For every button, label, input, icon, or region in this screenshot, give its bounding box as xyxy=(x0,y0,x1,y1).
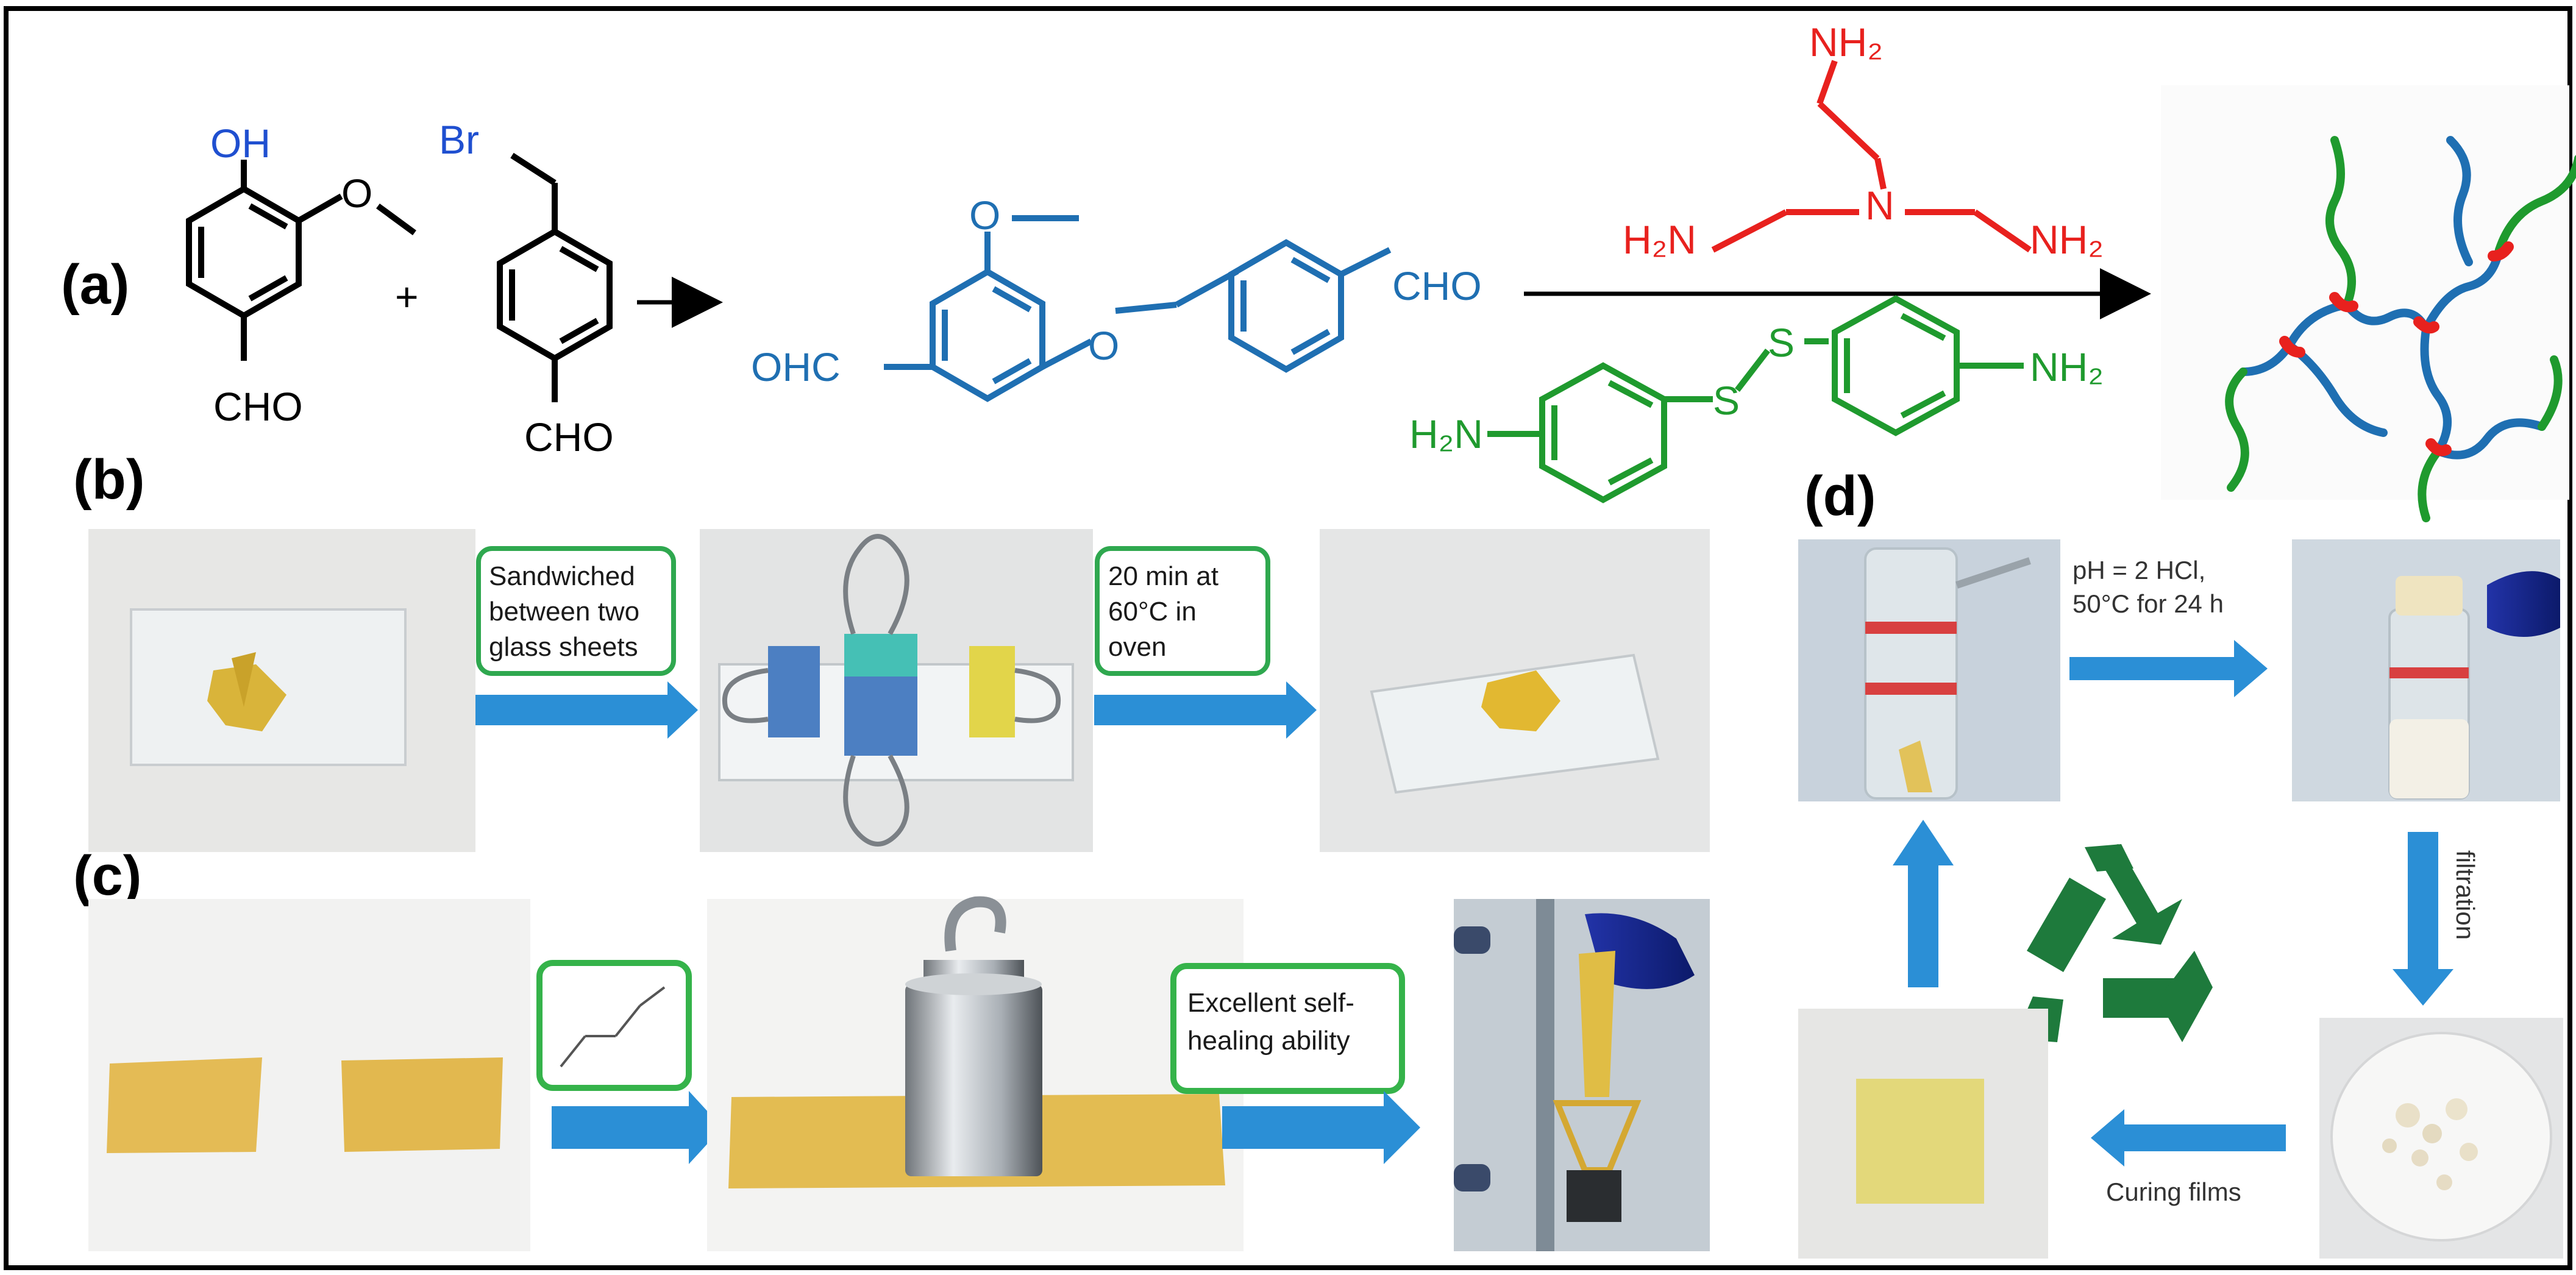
panel-label-d: (d) xyxy=(1804,465,1876,527)
photo-filtered-powder xyxy=(2319,1018,2563,1259)
arrow-b2 xyxy=(1094,681,1317,739)
photo-clamped-glass xyxy=(700,529,1093,852)
dialdehyde-structure xyxy=(884,215,1392,402)
arrow-c2 xyxy=(1222,1091,1420,1164)
disulfide-structure xyxy=(1487,295,2024,503)
tren-structure xyxy=(1711,60,2032,253)
step-box-self-healing xyxy=(1170,963,1405,1094)
dialdehyde-cho: CHO xyxy=(1392,263,1482,308)
step-box-sandwich xyxy=(476,546,676,676)
arrow-c1 xyxy=(552,1091,722,1164)
bromide-structure: Br CHO xyxy=(439,117,614,460)
vanillin-structure: OH O CHO xyxy=(186,121,416,429)
bromide-cho: CHO xyxy=(524,414,614,460)
arrow-d1 xyxy=(2069,640,2268,697)
disulfide-h2n: H₂N xyxy=(1409,411,1483,456)
amine-structure-box xyxy=(536,960,692,1091)
bromide-br: Br xyxy=(439,117,479,162)
panel-label-b: (b) xyxy=(73,449,144,511)
photo-recast-film xyxy=(1798,1009,2048,1259)
vanillin-cho: CHO xyxy=(213,384,303,429)
photo-tensile-test xyxy=(1454,899,1710,1251)
tren-nh2-right: NH₂ xyxy=(2030,217,2104,262)
hydrolysis-line2: 50°C for 24 h xyxy=(2073,589,2224,618)
dialdehyde-o-top: O xyxy=(969,193,1000,238)
step-oven-line3: oven xyxy=(1108,632,1166,662)
disulfide-nh2: NH₂ xyxy=(2030,344,2104,389)
amine-structure-small xyxy=(560,986,666,1068)
dialdehyde-o-ether: O xyxy=(1088,323,1119,368)
photo-weight-healing xyxy=(707,896,1244,1251)
plus-sign: + xyxy=(395,274,419,319)
photo-healed-sample xyxy=(1320,529,1710,852)
filtration-label: filtration xyxy=(2451,850,2480,940)
disulfide-s2: S xyxy=(1768,320,1795,365)
disulfide-s1: S xyxy=(1713,378,1740,423)
vanillin-oh: OH xyxy=(210,121,271,166)
panel-label-c: (c) xyxy=(73,845,141,907)
tren-n: N xyxy=(1865,183,1895,228)
step-box-oven xyxy=(1095,546,1270,676)
arrow-b1 xyxy=(475,681,698,739)
dialdehyde-ohc: OHC xyxy=(751,344,841,389)
tren-nh2-top: NH₂ xyxy=(1809,20,1883,65)
photo-cut-films xyxy=(88,899,530,1251)
hydrolysis-line1: pH = 2 HCl, xyxy=(2073,556,2205,584)
tren-h2n: H₂N xyxy=(1623,217,1696,262)
self-healing-line1: Excellent self- xyxy=(1187,988,1354,1018)
curing-films-label: Curing films xyxy=(2106,1177,2241,1206)
step-sandwich-line3: glass sheets xyxy=(489,632,638,662)
polymer-network-schematic xyxy=(2161,85,2576,522)
photo-degraded-solution xyxy=(2292,539,2560,801)
arrow-d2 xyxy=(2393,832,2453,1006)
step-oven-line1: 20 min at xyxy=(1108,561,1219,591)
step-oven-line2: 60°C in xyxy=(1108,597,1197,627)
vanillin-o: O xyxy=(341,171,372,216)
arrow-d4 xyxy=(1893,820,1954,987)
panel-label-a: (a) xyxy=(61,254,129,316)
photo-sample-pieces xyxy=(88,529,475,852)
photo-vial-hydrolysis xyxy=(1798,539,2060,801)
step-sandwich-line1: Sandwiched xyxy=(489,561,635,591)
step-sandwich-line2: between two xyxy=(489,597,639,627)
self-healing-line2: healing ability xyxy=(1187,1026,1350,1056)
arrow-d3 xyxy=(2091,1109,2286,1167)
